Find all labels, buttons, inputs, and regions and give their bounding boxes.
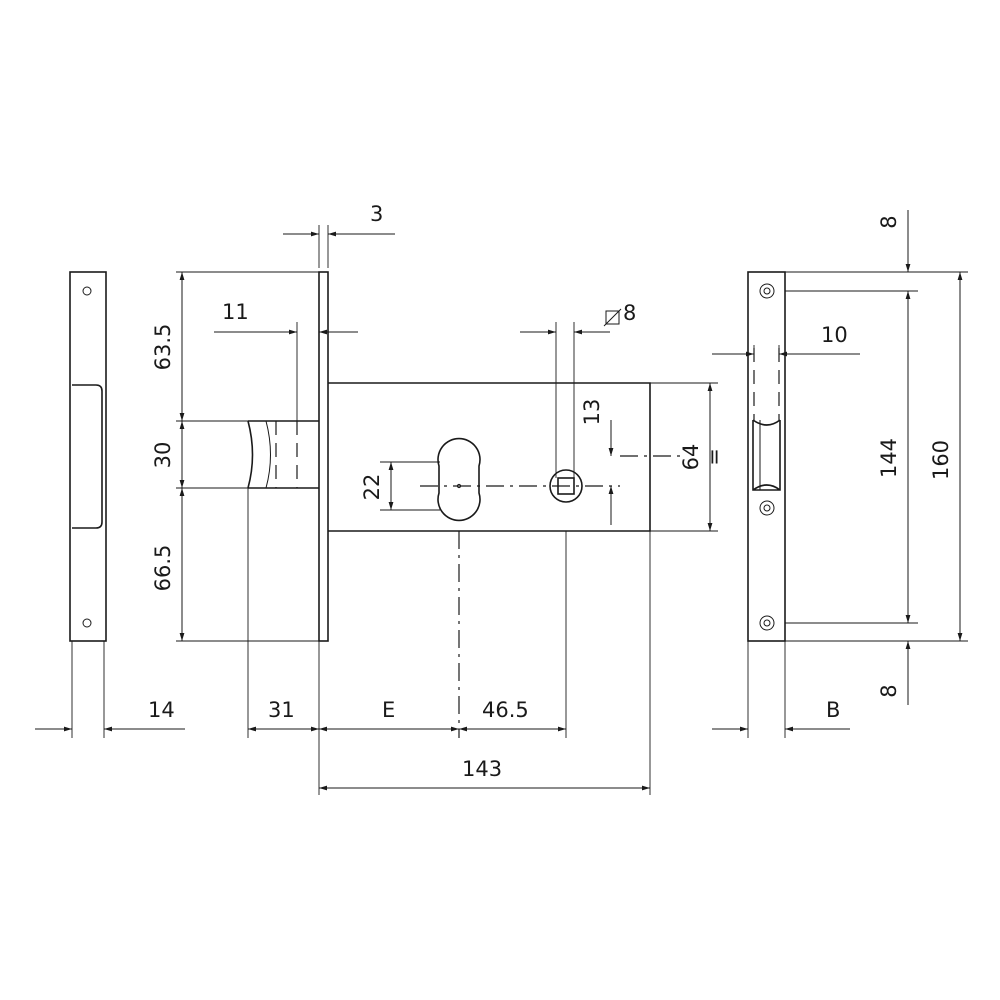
front-plate-outline: [69, 271, 107, 642]
extension-lines: [176, 225, 968, 795]
strike-screw-mid: [759, 500, 775, 516]
dim-front-width: 14: [148, 698, 175, 722]
dim-bottom-edge: 8: [877, 684, 901, 697]
dim-equal-mark: =: [702, 448, 726, 466]
dim-strike-thickness: 3: [370, 202, 383, 226]
dim-spindle-offset: 13: [580, 399, 604, 426]
dim-strike-length: 160: [929, 440, 953, 480]
latch-bolt-curve: [265, 420, 271, 489]
dim-latch-throw: 31: [268, 698, 295, 722]
bottom-screw-hole: [82, 618, 92, 628]
spindle-hub: [549, 469, 583, 503]
dim-lower-height: 66.5: [151, 545, 175, 592]
dim-center-distance: 46.5: [482, 698, 529, 722]
latch-bolt: [247, 420, 319, 489]
strike-screw-top: [759, 283, 775, 299]
dimension-labels: 3 11 8 10 14 31 E 46.5 B 143 63.5 30 66.…: [148, 202, 953, 781]
forend-plate: [318, 271, 329, 642]
strike-opening: [752, 419, 781, 491]
dim-hole-spacing: 144: [877, 438, 901, 478]
strike-screw-bottom: [759, 615, 775, 631]
dim-case-length: 143: [462, 757, 502, 781]
dim-case-height: 64: [679, 444, 703, 471]
top-screw-hole: [82, 286, 92, 296]
latch-opening: [72, 384, 103, 529]
diameter-symbol: [603, 308, 622, 327]
dimension-lines: [35, 210, 963, 791]
dim-latch-offset: 11: [222, 300, 249, 324]
dim-top-edge: 8: [877, 215, 901, 228]
front-plate-view: [69, 271, 107, 738]
strike-plate-view: [747, 271, 786, 738]
dim-cylinder-height: 22: [360, 474, 384, 501]
strike-plate-outline: [747, 271, 786, 642]
dim-strike-depth: B: [826, 698, 840, 722]
dim-backset: E: [382, 698, 395, 722]
lock-body-view: [247, 271, 680, 738]
dim-latch-height: 30: [151, 442, 175, 469]
dim-keyhole-diameter: 8: [623, 301, 636, 325]
cylinder-keyhole: [437, 437, 481, 522]
dim-faceplate-width: 10: [821, 323, 848, 347]
lock-case: [328, 382, 651, 532]
dim-upper-height: 63.5: [151, 324, 175, 371]
